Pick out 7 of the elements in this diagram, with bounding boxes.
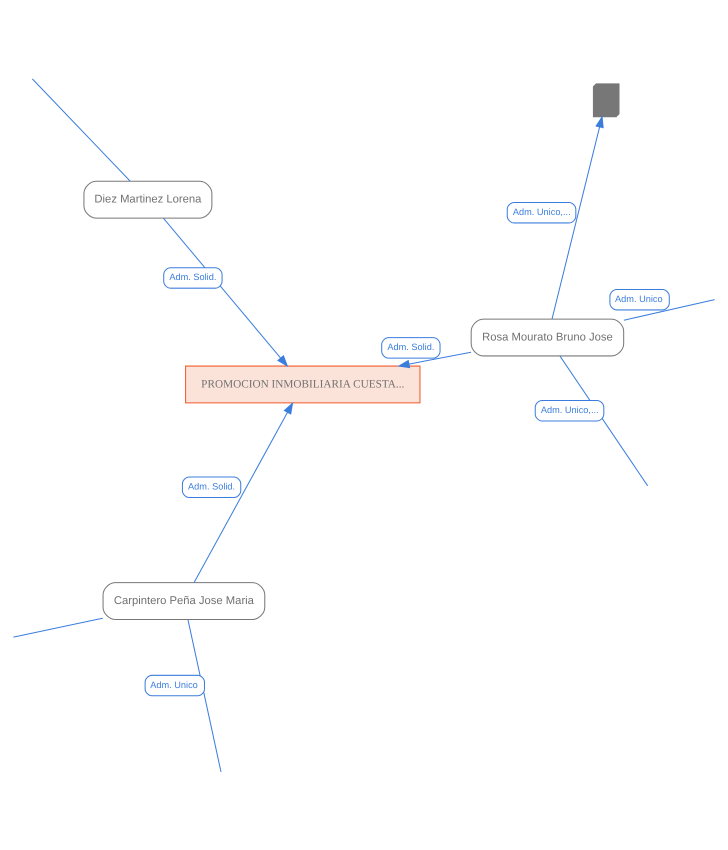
edge-label: Adm. Solid. [169, 272, 216, 282]
edge-label: Adm. Solid. [188, 481, 236, 492]
edge-label: Adm. Solid. [387, 342, 434, 352]
edge-label: Adm. Unico,... [540, 404, 599, 414]
edge-label: Adm. Unico [150, 679, 198, 690]
edge-label: Adm. Unico [615, 293, 663, 304]
edge-label: Adm. Unico,... [512, 206, 571, 216]
